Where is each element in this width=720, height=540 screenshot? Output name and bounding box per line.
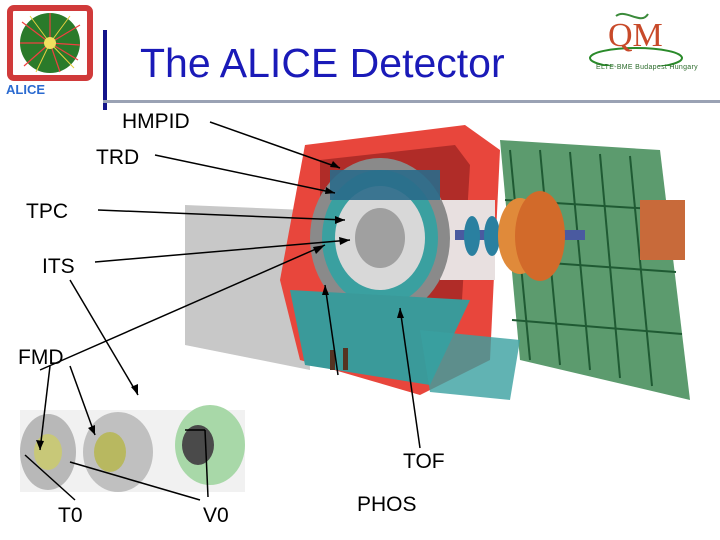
label-trd: TRD	[96, 146, 140, 169]
title-divider-vertical	[103, 30, 107, 110]
label-t0: T0	[58, 504, 83, 527]
svg-text:QM: QM	[608, 17, 663, 54]
leader-lines	[24, 121, 421, 501]
detector-core	[310, 158, 450, 318]
quark-matter-logo-icon: QM	[589, 13, 683, 69]
quark-matter-subtext: ELTE-BME Budapest Hungary	[596, 64, 698, 71]
svg-text:ALICE: ALICE	[6, 82, 45, 97]
page-title: The ALICE Detector	[140, 40, 505, 86]
muon-arm	[455, 191, 685, 281]
leader-arrowheads	[36, 161, 404, 450]
quark-matter-logo: QM	[586, 6, 686, 71]
label-tpc: TPC	[26, 200, 68, 223]
people-figures	[330, 348, 348, 370]
label-hmpid: HMPID	[122, 110, 190, 133]
label-fmd: FMD	[18, 346, 64, 369]
label-its: ITS	[42, 255, 75, 278]
alice-event-logo-icon: ALICE	[6, 5, 93, 97]
alice-logo: ALICE	[0, 0, 100, 105]
forward-detectors	[20, 405, 245, 492]
label-phos: PHOS	[357, 493, 417, 516]
label-tof: TOF	[403, 450, 445, 473]
title-divider-horizontal	[103, 100, 720, 103]
label-v0: V0	[203, 504, 229, 527]
